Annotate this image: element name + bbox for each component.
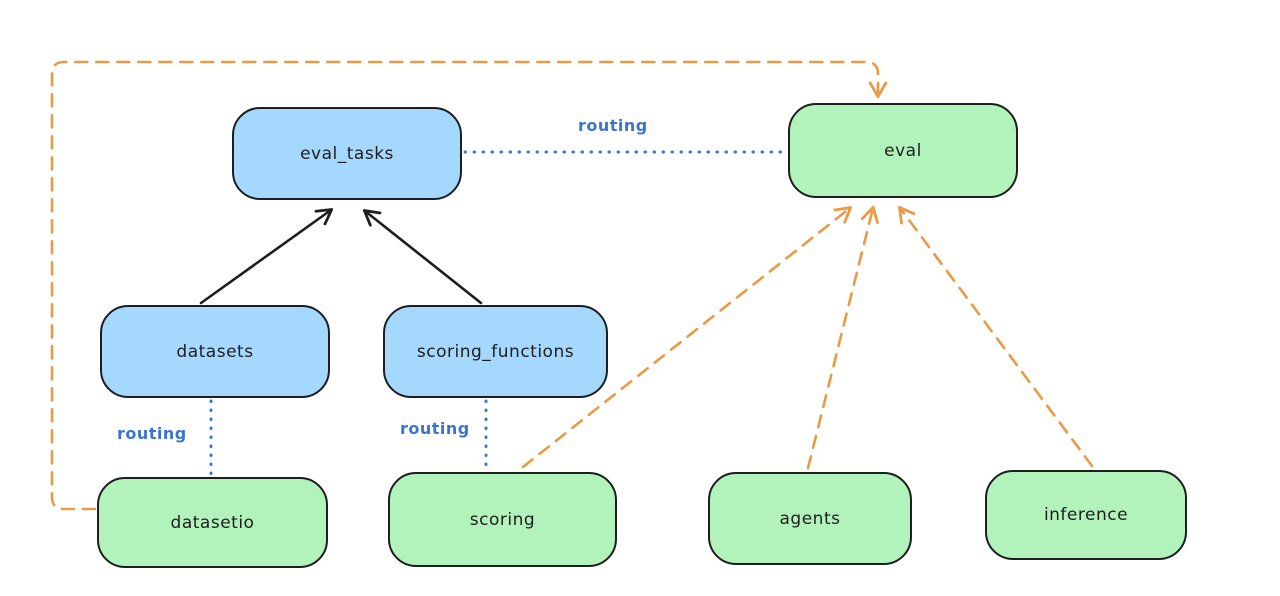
node-agents-label: agents	[779, 508, 841, 529]
edge-label-routing-eval: routing	[578, 116, 648, 135]
node-eval: eval	[788, 103, 1018, 198]
node-inference-label: inference	[1043, 505, 1129, 525]
node-scoring-label: scoring	[469, 509, 536, 530]
node-agents: agents	[708, 472, 912, 565]
node-scoring-functions: scoring_functions	[383, 305, 608, 398]
edge-datasets-to-eval_tasks	[199, 208, 334, 305]
node-eval-label: eval	[884, 140, 922, 161]
edge-agents-to-eval	[806, 205, 879, 470]
node-scoring-functions-label: scoring_functions	[416, 341, 575, 362]
edge-datasetio-to-eval	[50, 60, 888, 511]
node-datasets-label: datasets	[176, 341, 254, 362]
node-scoring: scoring	[388, 472, 617, 567]
node-eval-tasks: eval_tasks	[232, 107, 462, 200]
edge-label-routing-scoring: routing	[400, 419, 470, 438]
node-inference: inference	[985, 470, 1187, 560]
edge-scoring_functions-to-eval_tasks	[362, 209, 483, 305]
node-datasetio: datasetio	[97, 477, 328, 568]
node-eval-tasks-label: eval_tasks	[300, 143, 394, 164]
edge-label-routing-datasetio: routing	[117, 424, 187, 443]
node-datasets: datasets	[100, 305, 330, 398]
edge-inference-to-eval	[898, 205, 1094, 468]
edge-scoring-to-eval	[521, 206, 853, 469]
node-datasetio-label: datasetio	[170, 512, 255, 533]
